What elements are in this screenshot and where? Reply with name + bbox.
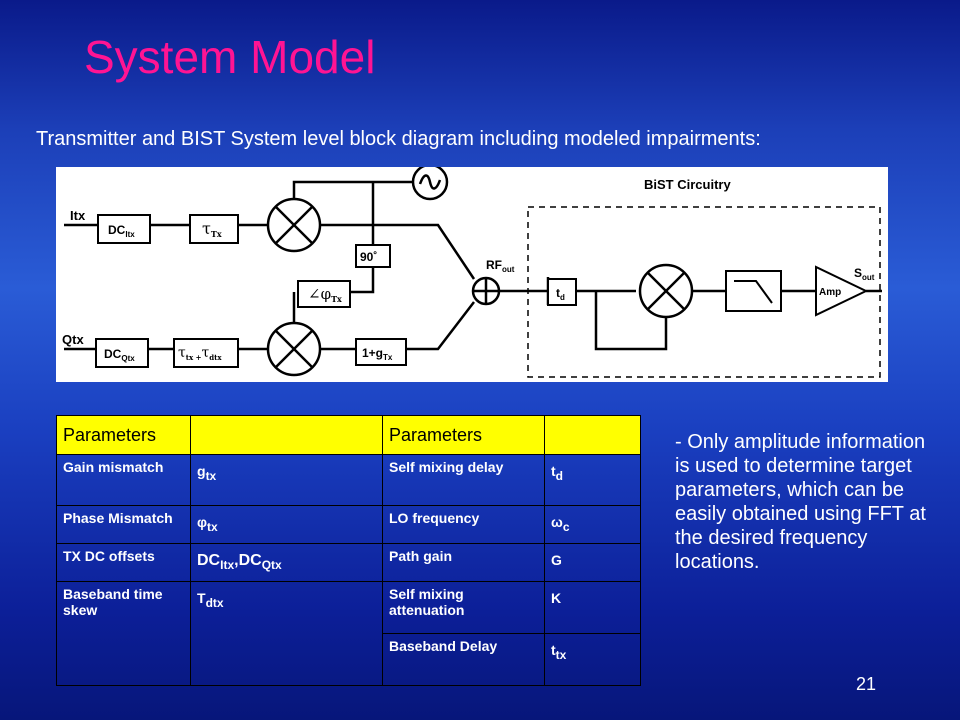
header-parameters-right: Parameters [382,415,545,455]
oscillator-icon [411,167,449,201]
table-row: Baseband time skew Tdtx Self mixing atte… [56,581,641,686]
param-name: Path gain [382,543,545,582]
param-name: Baseband time skew [56,581,191,686]
td-block [547,278,577,306]
block-diagram: Itx Qtx DCItx τTx DCQtx τtx +τdtx [56,167,888,382]
table-header-row: Parameters Parameters [56,415,641,455]
signal-wires [64,180,882,351]
param-name: Gain mismatch [56,454,191,506]
param-symbol: ttx [544,633,641,686]
param-symbol: ωc [544,505,641,544]
tau-tx-label: τTx [202,219,222,239]
amplitude-note: - Only amplitude information is used to … [675,431,926,573]
param-name: LO frequency [382,505,545,544]
i-mixer [266,197,322,253]
slide-title: System Model [84,31,376,83]
dc-itx-label: DCItx [108,223,135,239]
td-label: td [556,286,565,302]
header-parameters-left: Parameters [56,415,191,455]
bist-region [527,206,881,378]
header-empty-right [544,415,641,455]
tau-skew-block [173,338,239,368]
tau-tx-block [189,214,239,244]
param-symbol: G [544,543,641,582]
param-name: Phase Mismatch [56,505,191,544]
header-empty-left [190,415,383,455]
itx-label: Itx [70,208,86,223]
param-name: Self mixing attenuation [382,581,545,634]
table-row: Gain mismatch gtx Self mixing delay td [56,454,641,506]
dc-qtx-block [95,338,149,368]
bist-mixer [638,263,694,319]
param-name: Baseband Delay [382,633,545,686]
parameters-table: Parameters Parameters Gain mismatch gtx … [56,415,641,686]
param-symbol: gtx [190,454,383,506]
param-name: Self mixing delay [382,454,545,506]
param-name: TX DC offsets [56,543,191,582]
s-out-label: Sout [854,266,875,282]
phase-shift-block [297,280,351,308]
phase-90-label: 90˚ [360,250,377,264]
qtx-label: Qtx [62,332,84,347]
bist-title: BiST Circuitry [644,177,731,192]
filter-response-curve [734,280,773,304]
table-row: Phase Mismatch φtx LO frequency ωc [56,505,641,544]
amplifier-icon [815,265,869,317]
combiner-icon [471,276,501,306]
param-symbol: td [544,454,641,506]
param-symbol: φtx [190,505,383,544]
lowpass-filter-icon [725,270,782,312]
dc-qtx-label: DCQtx [104,347,135,363]
tau-skew-label: τtx +τdtx [178,345,222,362]
param-symbol: Tdtx [190,581,383,686]
param-symbol: DCItx,DCQtx [190,543,383,582]
rf-out-label: RFout [486,258,515,274]
dc-itx-block [97,214,151,244]
amp-label: Amp [819,287,841,298]
q-mixer [266,321,322,377]
page-number: 21 [856,674,877,694]
phase-shift-label: ∠φTx [308,285,342,304]
phase-90-block [355,244,391,268]
gain-label: 1+gTx [362,346,393,362]
gain-block [355,338,407,366]
table-row: TX DC offsets DCItx,DCQtx Path gain G [56,543,641,582]
block-diagram-svg: Itx Qtx DCItx τTx DCQtx τtx +τdtx [62,167,882,378]
table-row: Baseband Delay ttx [57,633,641,686]
param-symbol: K [544,581,641,634]
slide-subtitle: Transmitter and BIST System level block … [36,128,761,150]
